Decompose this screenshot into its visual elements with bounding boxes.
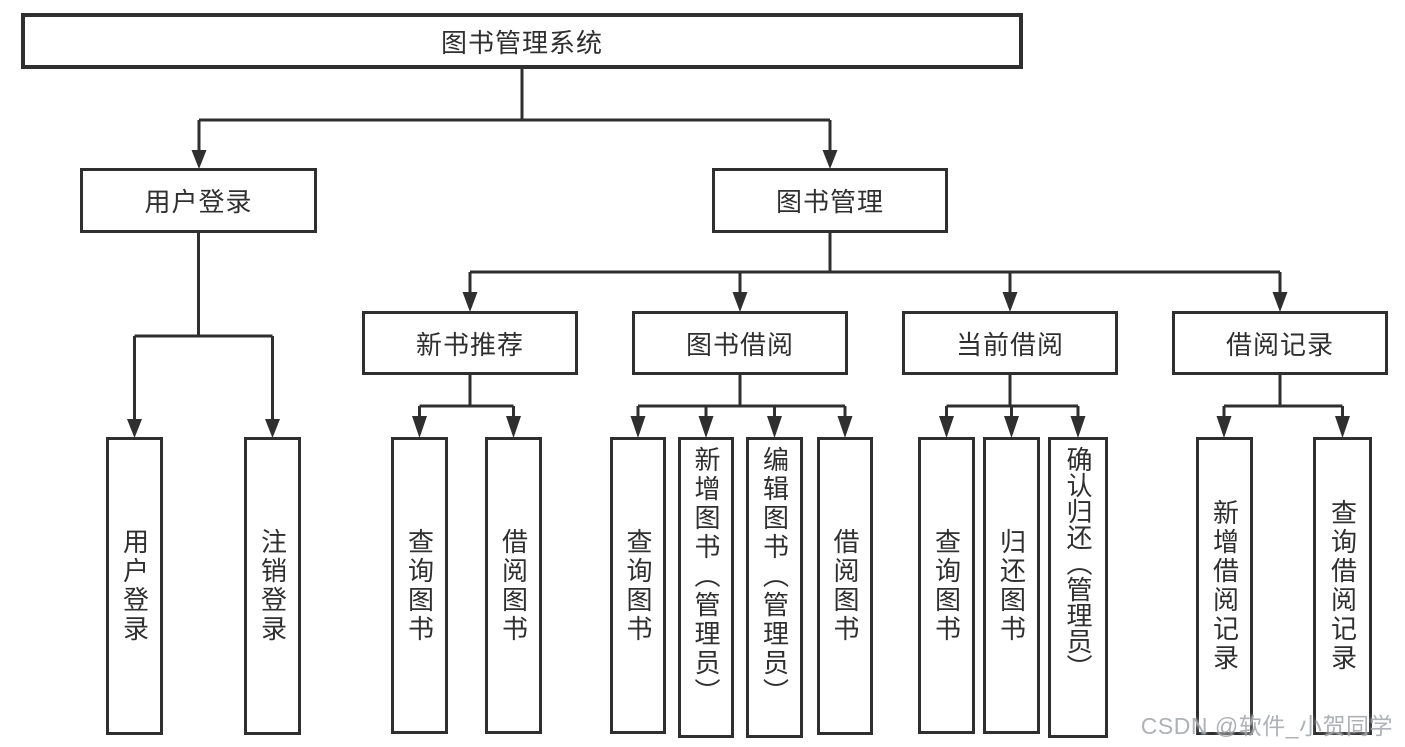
node-leaf-add-book-admin-label: 新增图书（管理员） <box>691 446 721 707</box>
node-leaf-edit-book-admin: 编辑图书（管理员） <box>746 437 803 738</box>
node-leaf-query-book-1: 查询图书 <box>391 437 448 734</box>
node-new-book-recommend-label: 新书推荐 <box>415 329 524 360</box>
node-leaf-return-book-label: 归还图书 <box>996 527 1027 644</box>
edge-book-management-children <box>462 233 1288 312</box>
node-leaf-borrow-book-1-label: 借阅图书 <box>498 527 529 644</box>
node-leaf-add-book-admin: 新增图书（管理员） <box>678 437 734 738</box>
node-leaf-confirm-return-admin-label: 确认归还（管理员） <box>1063 446 1093 680</box>
node-leaf-borrow-book-1: 借阅图书 <box>485 437 542 734</box>
node-book-management: 图书管理 <box>712 168 948 233</box>
node-leaf-query-book-2: 查询图书 <box>610 437 666 734</box>
node-root: 图书管理系统 <box>21 13 1023 69</box>
node-leaf-query-book-3: 查询图书 <box>918 437 975 734</box>
node-borrow-record: 借阅记录 <box>1172 311 1388 375</box>
node-leaf-add-borrow-record-label: 新增借阅记录 <box>1209 499 1240 673</box>
watermark-text: CSDN @软件_小贺同学 <box>1140 713 1393 739</box>
node-leaf-user-login: 用户登录 <box>106 437 163 735</box>
node-leaf-confirm-return-admin: 确认归还（管理员） <box>1048 437 1108 738</box>
node-book-borrow-label: 图书借阅 <box>685 329 794 360</box>
node-leaf-add-borrow-record: 新增借阅记录 <box>1196 437 1253 735</box>
node-leaf-query-book-1-label: 查询图书 <box>404 527 435 644</box>
node-borrow-record-label: 借阅记录 <box>1225 329 1334 360</box>
node-leaf-query-book-3-label: 查询图书 <box>931 527 962 644</box>
node-user-login-label: 用户登录 <box>144 187 253 217</box>
node-leaf-borrow-book-2: 借阅图书 <box>817 437 873 735</box>
edge-root-to-level2 <box>191 69 838 169</box>
node-leaf-query-borrow-record-label: 查询借阅记录 <box>1327 499 1358 673</box>
node-root-label: 图书管理系统 <box>440 27 603 58</box>
node-leaf-borrow-book-2-label: 借阅图书 <box>830 528 860 644</box>
node-new-book-recommend: 新书推荐 <box>362 311 578 375</box>
node-leaf-user-login-label: 用户登录 <box>119 528 150 644</box>
node-leaf-logout: 注销登录 <box>244 437 301 735</box>
node-book-management-label: 图书管理 <box>775 187 884 217</box>
edge-current-borrow-children <box>939 375 1086 438</box>
node-leaf-logout-label: 注销登录 <box>257 528 288 644</box>
node-current-borrow: 当前借阅 <box>902 311 1118 375</box>
node-user-login: 用户登录 <box>80 168 317 233</box>
edge-user-login-children <box>127 233 280 438</box>
edge-borrow-record-children <box>1216 375 1350 438</box>
edge-book-borrow-children <box>630 375 853 438</box>
node-leaf-return-book: 归还图书 <box>983 437 1040 734</box>
node-current-borrow-label: 当前借阅 <box>955 329 1064 360</box>
node-leaf-query-book-2-label: 查询图书 <box>623 527 653 644</box>
node-leaf-edit-book-admin-label: 编辑图书（管理员） <box>759 446 790 707</box>
node-book-borrow: 图书借阅 <box>632 311 848 375</box>
node-leaf-query-borrow-record: 查询借阅记录 <box>1313 437 1372 735</box>
edge-new-book-children <box>412 375 521 438</box>
